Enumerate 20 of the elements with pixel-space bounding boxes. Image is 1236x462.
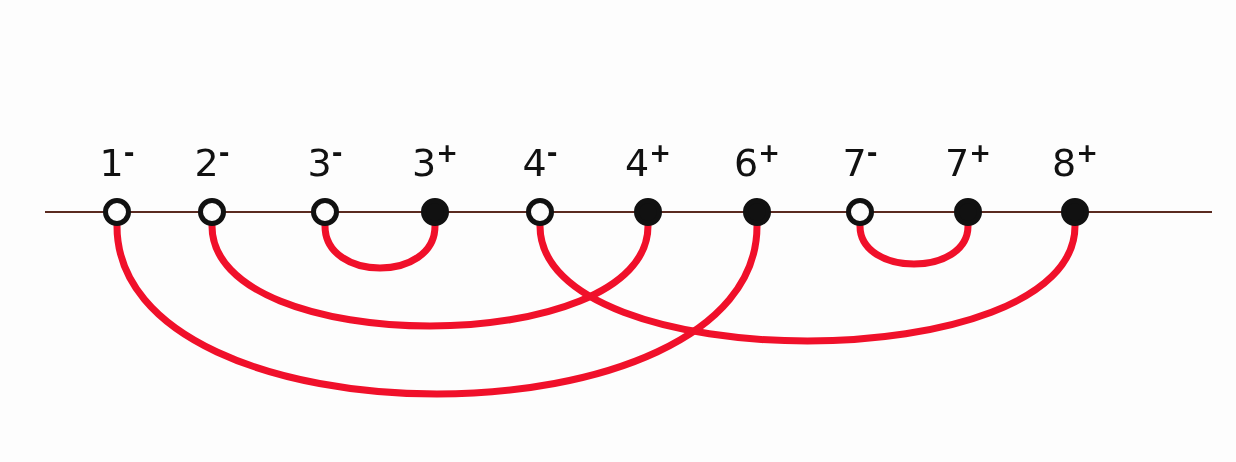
point-label: 3$^{-}$ xyxy=(307,140,343,182)
filled-point xyxy=(743,198,771,226)
point-label: 7$^{+}$ xyxy=(945,140,991,182)
point-label: 4$^{+}$ xyxy=(625,140,671,182)
point-label: 8$^{+}$ xyxy=(1052,140,1098,182)
filled-point xyxy=(634,198,662,226)
point-label: 2$^{-}$ xyxy=(194,140,230,182)
point-label: 4$^{-}$ xyxy=(522,140,558,182)
point-label: 6$^{+}$ xyxy=(734,140,780,182)
point-label: 1$^{-}$ xyxy=(99,140,135,182)
filled-point xyxy=(954,198,982,226)
open-point xyxy=(846,198,874,226)
point-label: 7$^{-}$ xyxy=(842,140,878,182)
filled-point xyxy=(421,198,449,226)
point-label: 3$^{+}$ xyxy=(412,140,458,182)
open-point xyxy=(526,198,554,226)
filled-point xyxy=(1061,198,1089,226)
open-point xyxy=(311,198,339,226)
open-point xyxy=(198,198,226,226)
open-point xyxy=(103,198,131,226)
